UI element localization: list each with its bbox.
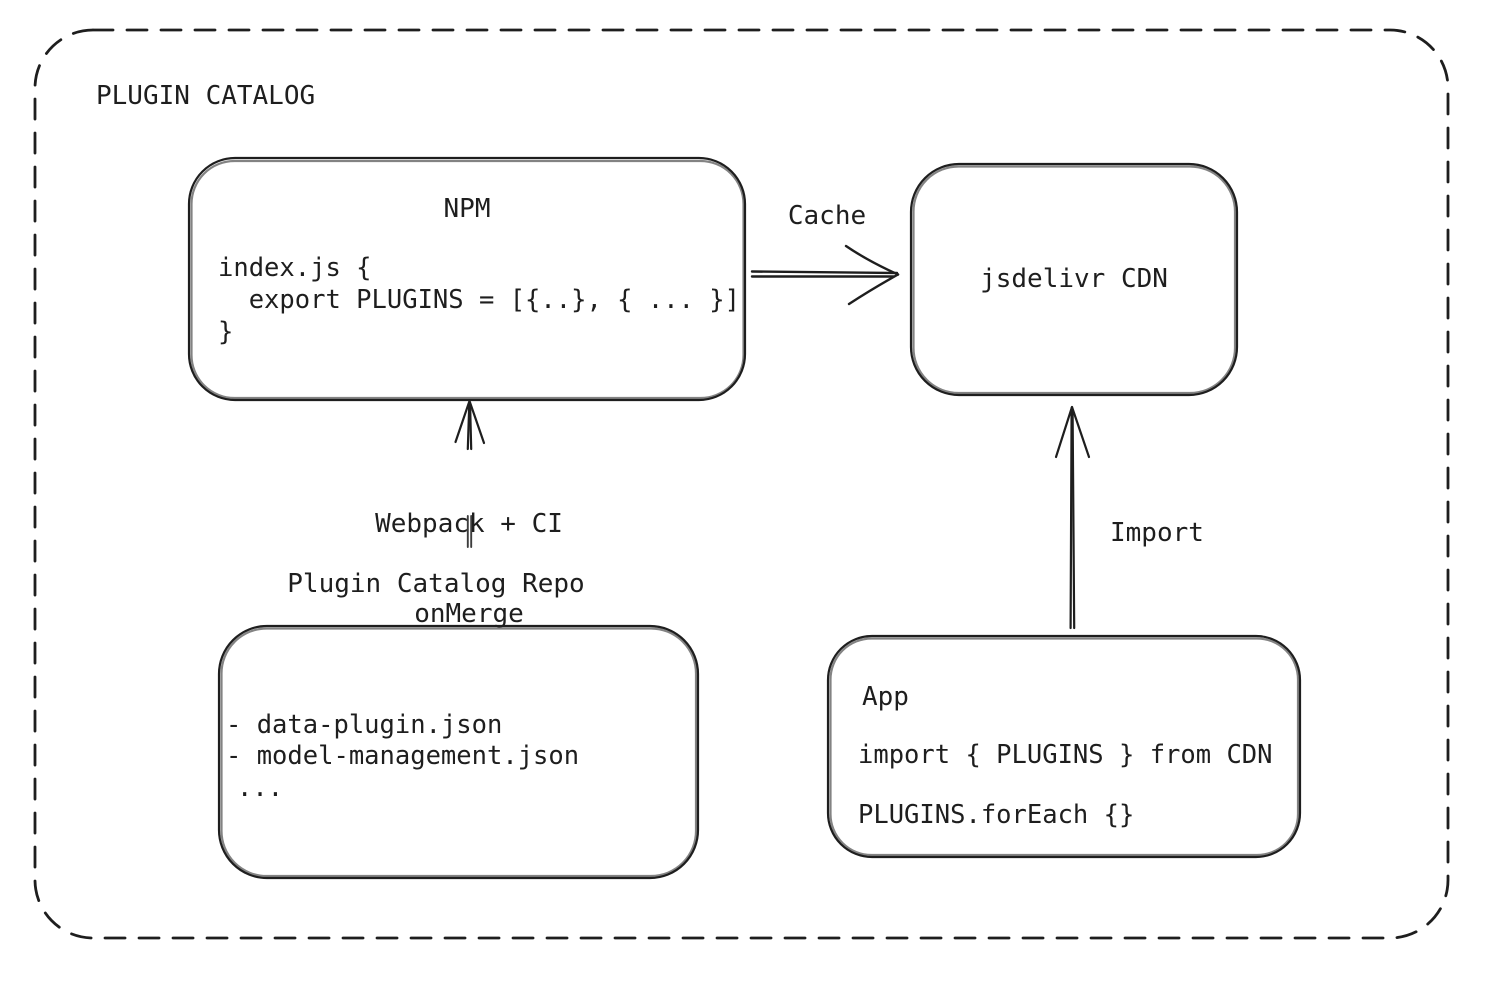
cache-arrow-label: Cache bbox=[787, 201, 867, 231]
build-arrow-label-line: Webpack + CI bbox=[375, 509, 563, 539]
app-code-line: import { PLUGINS } from CDN bbox=[858, 740, 1273, 770]
build-arrow-label: Webpack + CI onMerge bbox=[329, 449, 609, 689]
npm-code-line: index.js { bbox=[218, 253, 372, 283]
app-box bbox=[826, 634, 1302, 859]
npm-code-line: } bbox=[218, 317, 234, 347]
build-arrow-label-line: onMerge bbox=[414, 599, 524, 629]
npm-box bbox=[187, 156, 747, 402]
cdn-box bbox=[909, 162, 1239, 397]
repo-file-item: ... bbox=[237, 773, 284, 803]
catalog-boundary bbox=[33, 28, 1450, 940]
app-code-line: PLUGINS.forEach {} bbox=[858, 800, 1135, 830]
cdn-box-label: jsdelivr CDN bbox=[980, 264, 1168, 294]
catalog-title: PLUGIN CATALOG bbox=[96, 81, 316, 111]
app-box-title: App bbox=[862, 682, 909, 712]
npm-box-title: NPM bbox=[443, 194, 491, 224]
repo-box-label: Plugin Catalog Repo bbox=[287, 569, 585, 599]
npm-code-line: export PLUGINS = [{..}, { ... }] bbox=[218, 285, 740, 315]
repo-file-item: - model-management.json bbox=[226, 741, 580, 771]
repo-box bbox=[217, 624, 700, 880]
import-arrow-label: Import bbox=[1110, 518, 1204, 548]
build-arrow bbox=[454, 399, 486, 548]
repo-file-item: - data-plugin.json bbox=[226, 710, 503, 740]
import-arrow bbox=[1054, 405, 1091, 630]
cache-arrow bbox=[750, 244, 900, 306]
